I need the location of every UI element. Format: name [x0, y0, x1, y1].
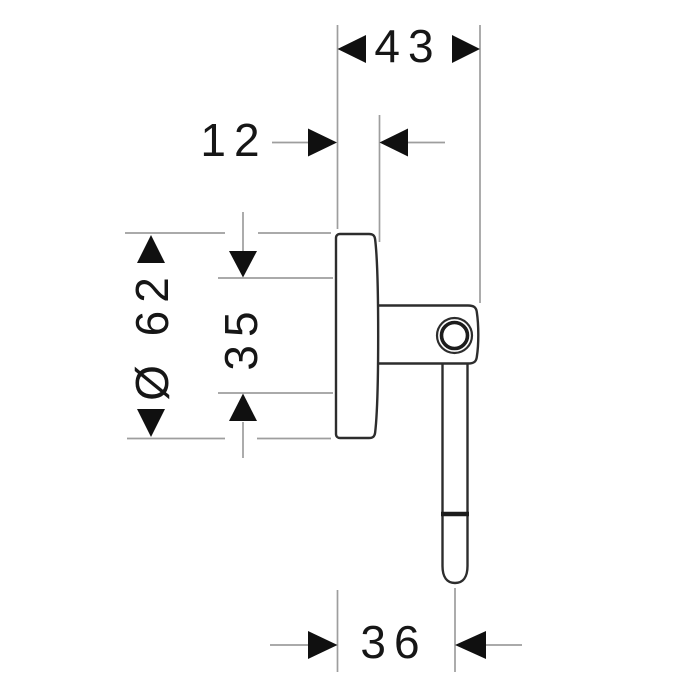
- arrowhead-left-icon: [337, 35, 366, 63]
- arrowhead-left-icon: [455, 631, 486, 659]
- arrowhead-right-icon: [308, 128, 337, 157]
- arrowhead-right-icon: [452, 35, 480, 63]
- wall-plate: [334, 232, 380, 440]
- dimension-labels: 43 12 Ø 62 35 36: [126, 20, 441, 668]
- arrowhead-right-icon: [308, 631, 338, 659]
- holder-bar: [441, 363, 469, 585]
- dimension-label-plate-thickness: 12: [200, 114, 267, 166]
- screw-cap-inner-circle: [439, 320, 470, 351]
- dimension-label-plate-diameter: Ø 62: [126, 269, 178, 401]
- dimension-arrowheads: [137, 35, 486, 659]
- arrowhead-down-icon: [229, 251, 257, 278]
- arrowhead-down-icon: [137, 409, 165, 437]
- arrowhead-up-icon: [229, 393, 257, 421]
- dimension-label-arm-offset: 36: [360, 616, 427, 668]
- product-outline: [334, 232, 480, 585]
- dimension-label-inner-spacing: 35: [215, 303, 267, 370]
- extension-lines: [125, 25, 522, 672]
- arrowhead-left-icon: [379, 128, 408, 157]
- dimension-label-overall-depth: 43: [374, 20, 441, 72]
- arrowhead-up-icon: [137, 235, 165, 263]
